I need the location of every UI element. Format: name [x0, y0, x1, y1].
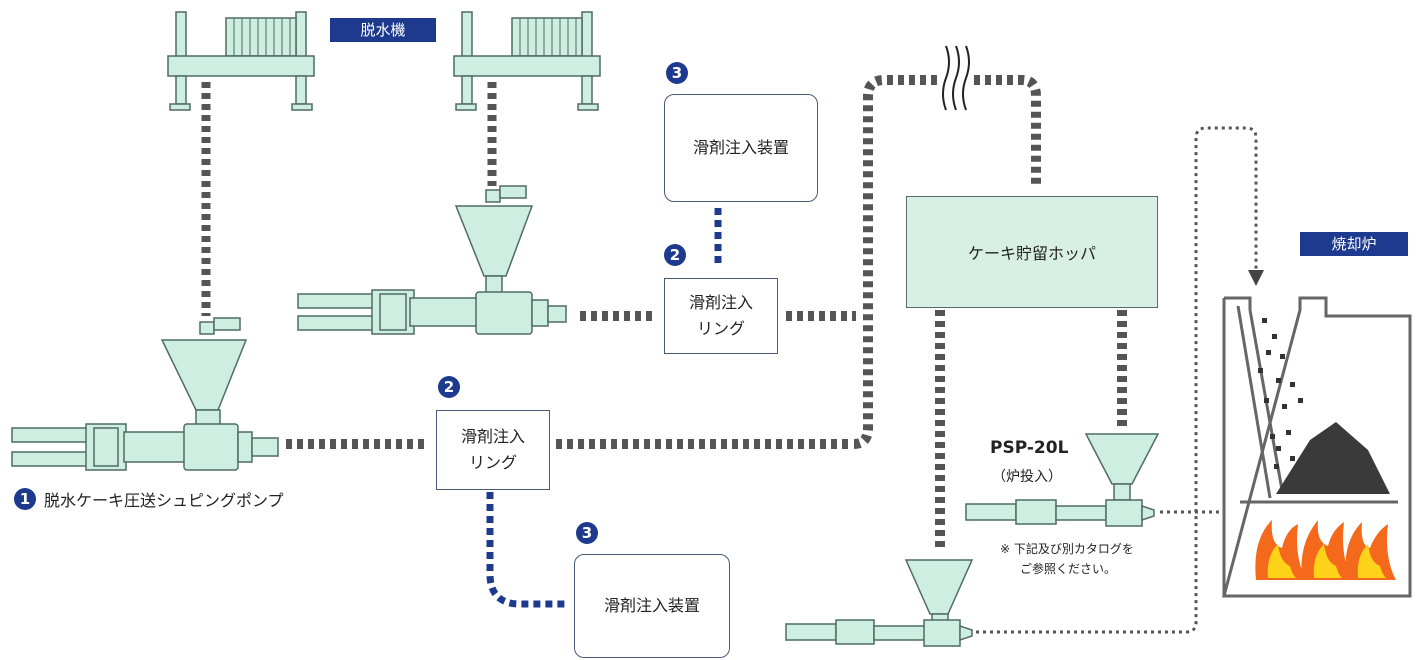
pipe-main-riser — [853, 75, 940, 449]
cake-storage-hopper: ケーキ貯留ホッパ — [906, 196, 1158, 308]
ring-lower-line2: リング — [468, 453, 517, 472]
ring-upper-line1: 滑剤注入 — [688, 293, 753, 312]
flames — [1255, 520, 1396, 580]
pipe-to-hopper — [974, 75, 1041, 186]
arrow-into-incinerator — [1248, 270, 1264, 286]
pump-upper — [297, 185, 567, 335]
reference-note-line1: ※ 下記及び別カタログを — [1000, 542, 1134, 556]
dewatering-machine-2 — [453, 11, 601, 111]
psp-note-label: （炉投入） — [992, 469, 1062, 485]
psp-model-label: PSP-20L — [990, 438, 1069, 458]
incinerator-label: 焼却炉 — [1300, 232, 1408, 256]
ring-lower-line1: 滑剤注入 — [460, 427, 525, 446]
lubricant-device-bottom-label: 滑剤注入装置 — [603, 596, 700, 615]
marker-3-bottom: 3 — [576, 522, 598, 544]
marker-3-top: 3 — [666, 62, 688, 84]
marker-2-upper: 2 — [664, 244, 686, 266]
hopper-label: ケーキ貯留ホッパ — [967, 244, 1096, 263]
incinerator — [1222, 296, 1412, 598]
reference-note-line2: ご参照ください。 — [1020, 562, 1117, 576]
ring-upper-line2: リング — [696, 319, 745, 338]
feed-pump-psp — [965, 433, 1160, 527]
lubricant-device-bottom: 滑剤注入装置 — [574, 554, 730, 658]
pump-caption: 脱水ケーキ圧送シュピングポンプ — [44, 491, 284, 510]
lubricant-ring-lower: 滑剤注入 リング — [436, 410, 550, 490]
dewatering-machine-1 — [167, 11, 315, 111]
pipe-ring-lower-to-device — [486, 492, 566, 608]
marker-2-lower: 2 — [438, 376, 460, 398]
dotted-bottom-to-incinerator — [976, 126, 1258, 634]
falling-cake — [1258, 318, 1303, 469]
dewatering-machine-label: 脱水機 — [330, 18, 436, 42]
cake-pile — [1276, 422, 1390, 494]
feed-pump-bottom — [785, 559, 974, 647]
lubricant-ring-upper: 滑剤注入 リング — [664, 278, 778, 354]
lubricant-device-top-label: 滑剤注入装置 — [692, 138, 789, 157]
pump-lower — [11, 317, 279, 471]
marker-1: 1 — [14, 488, 36, 510]
lubricant-device-top: 滑剤注入装置 — [664, 94, 818, 202]
break-symbol — [942, 45, 970, 111]
